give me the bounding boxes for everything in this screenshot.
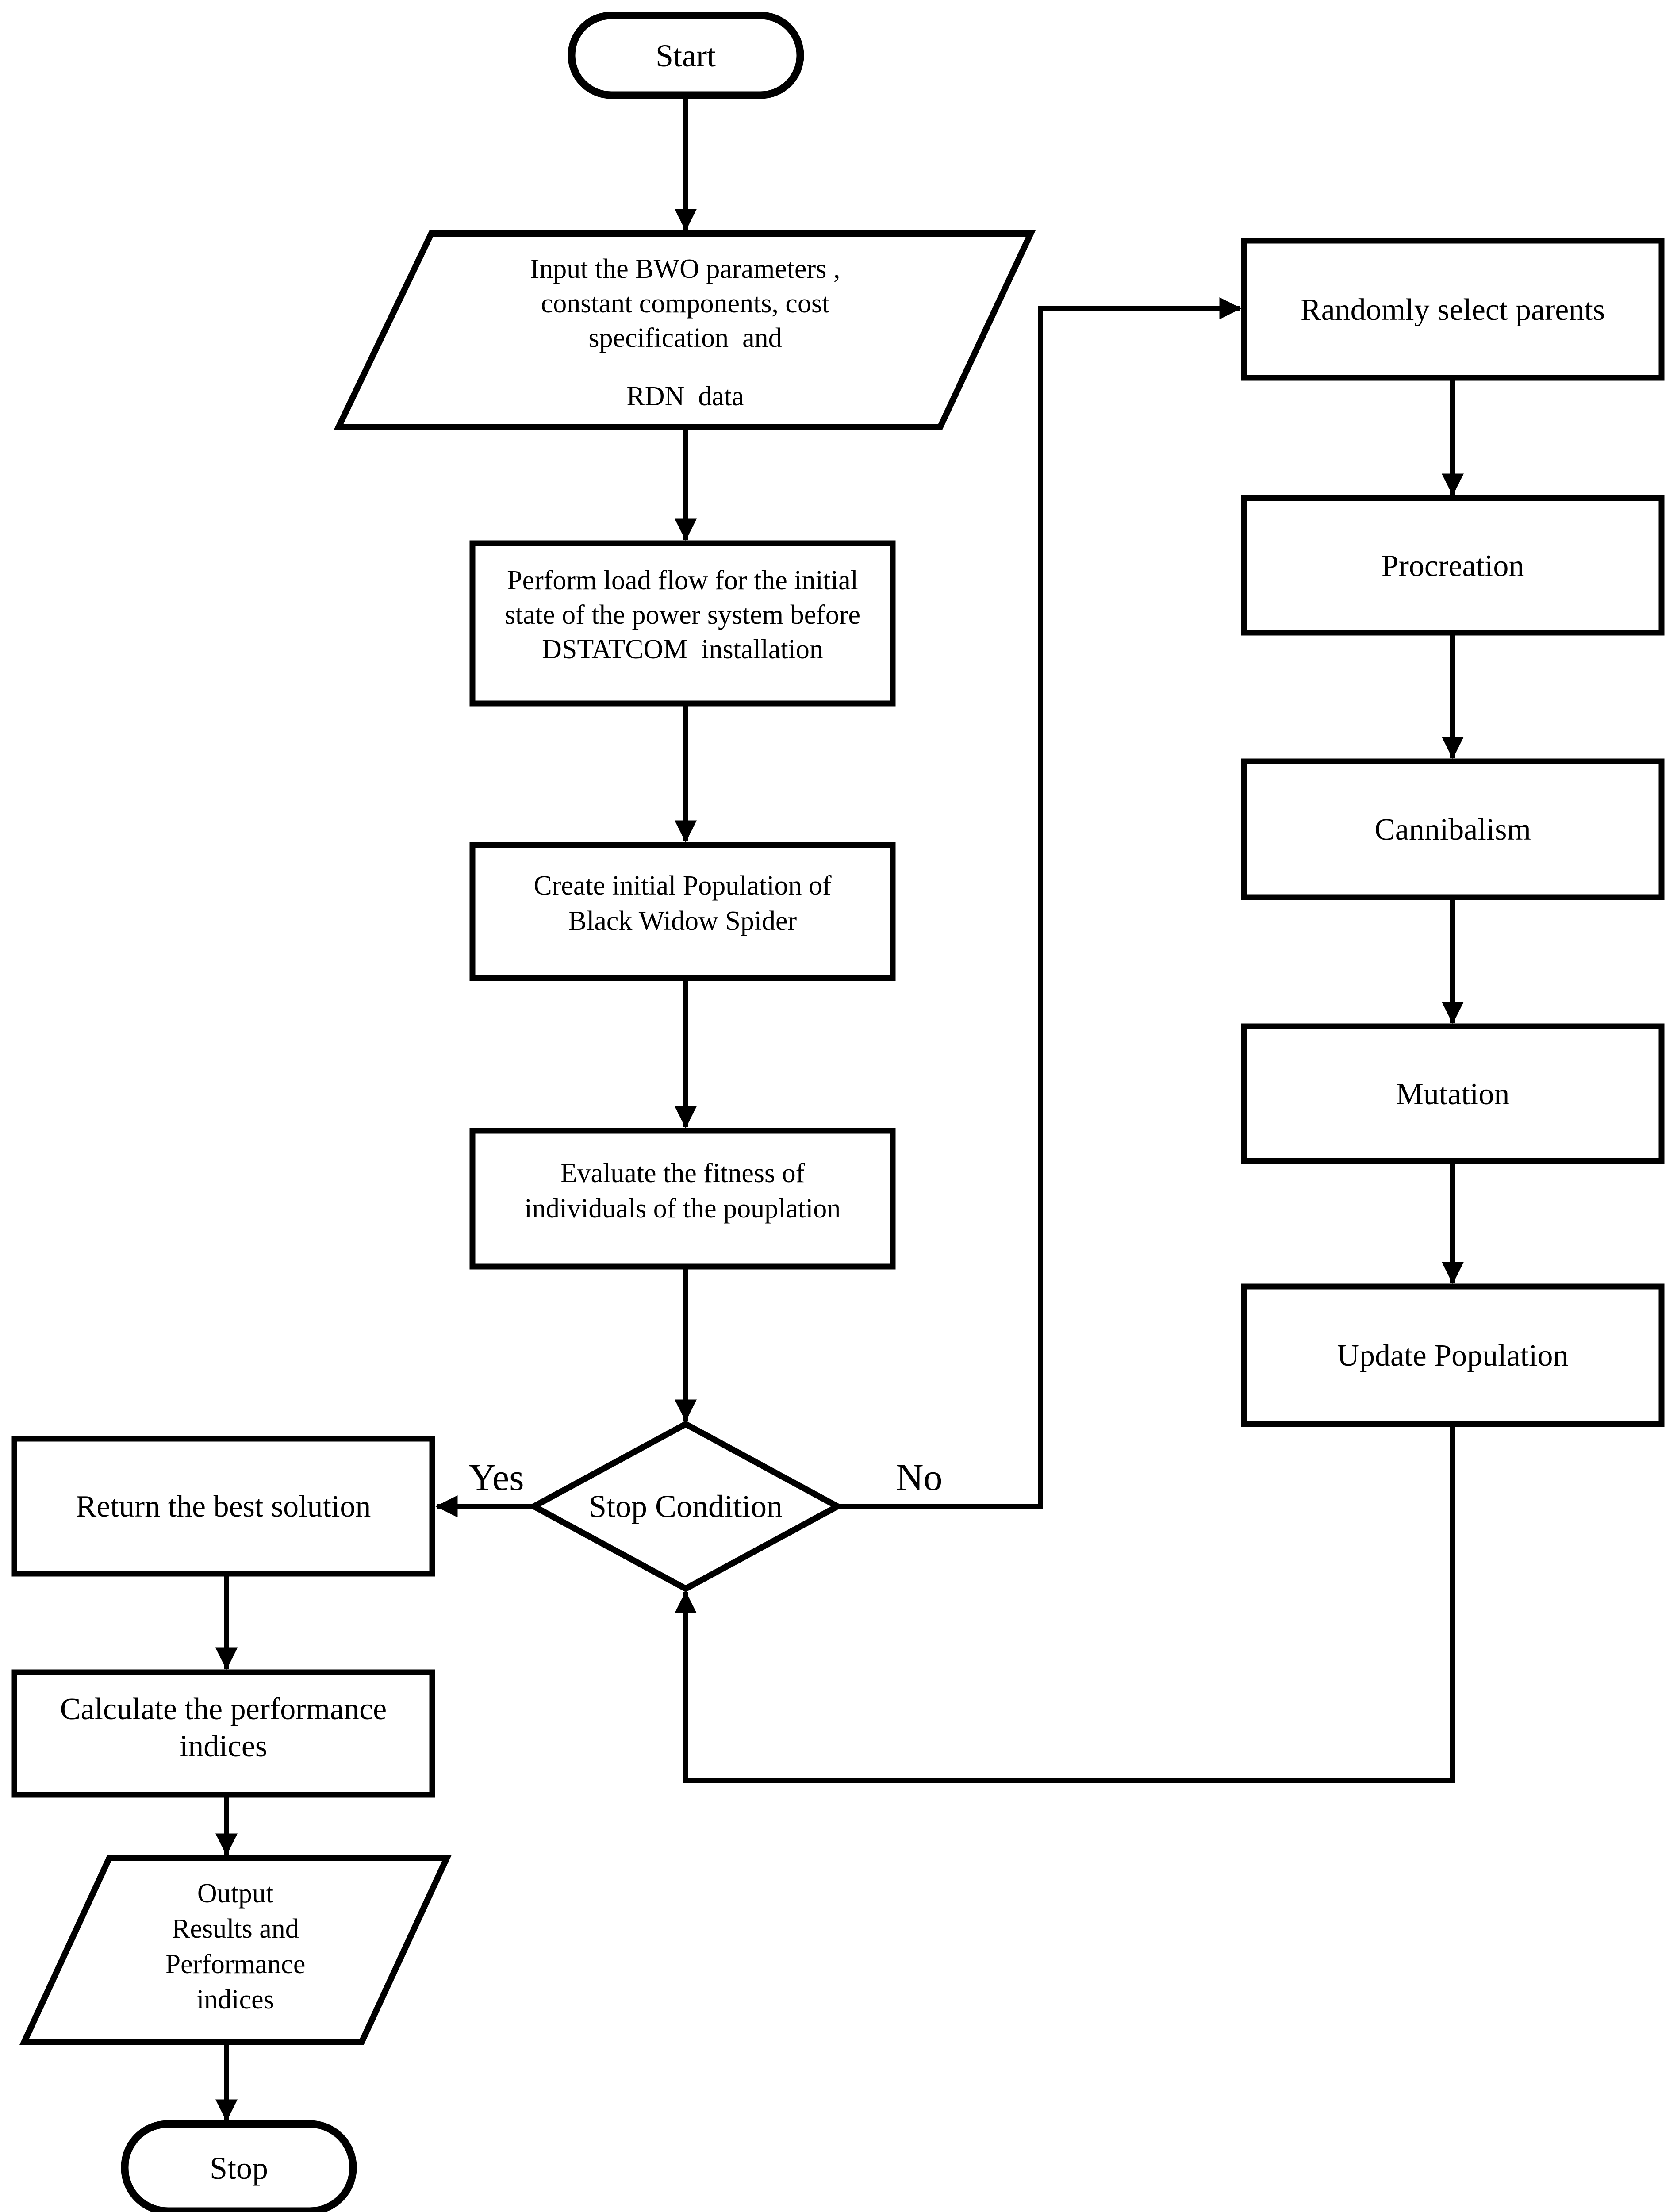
edge-no-decision-to-random-parents (837, 297, 1242, 1509)
output-parallelogram-shape (19, 1855, 452, 2045)
load-flow-line-2: state of the power system before (505, 600, 860, 630)
create-population-shape (469, 842, 896, 981)
evaluate-fitness-line-2: individuals of the pouplation (525, 1194, 841, 1224)
edge-update-loop-to-decision (675, 1424, 1455, 1783)
start-label: Start (656, 38, 716, 73)
input-line-1: Input the BWO parameters , (530, 254, 840, 284)
yes-branch-label: Yes (468, 1456, 524, 1498)
procreation-label: Procreation (1382, 549, 1524, 583)
load-flow-line-1: Perform load flow for the initial (507, 565, 858, 595)
input-line-3: specification and (588, 323, 782, 353)
load-flow-shape (469, 540, 896, 707)
node-calc-indices: Calculate the performance indices (11, 1669, 435, 1798)
node-cannibalism: Cannibalism (1241, 758, 1665, 900)
node-start-terminator: Start (568, 12, 804, 99)
node-input-parallelogram: Input the BWO parameters , constant comp… (333, 230, 1036, 430)
cannibalism-label: Cannibalism (1374, 813, 1531, 847)
return-best-label: Return the best solution (76, 1490, 371, 1524)
node-evaluate-fitness: Evaluate the fitness of individuals of t… (469, 1128, 896, 1270)
node-update-population: Update Population (1241, 1283, 1665, 1427)
node-mutation: Mutation (1241, 1023, 1665, 1164)
create-population-line-1: Create initial Population of (533, 871, 832, 901)
node-load-flow: Perform load flow for the initial state … (469, 540, 896, 707)
node-return-best: Return the best solution (11, 1436, 435, 1577)
calc-indices-line-1: Calculate the performance (60, 1692, 387, 1726)
mutation-label: Mutation (1396, 1077, 1510, 1111)
node-stop-condition-decision: Stop Condition (527, 1421, 844, 1592)
calc-indices-shape (11, 1669, 435, 1798)
node-output-parallelogram: Output Results and Performance indices (19, 1855, 452, 2045)
return-best-shape (11, 1436, 435, 1577)
cannibalism-shape (1241, 758, 1665, 900)
input-line-4: RDN data (626, 381, 744, 411)
procreation-shape (1241, 495, 1665, 636)
output-line-2: Results and (172, 1914, 299, 1944)
output-line-3: Performance (165, 1949, 306, 1979)
calc-indices-line-2: indices (180, 1729, 267, 1763)
update-population-label: Update Population (1337, 1339, 1569, 1373)
node-stop-terminator: Stop (121, 2120, 357, 2212)
random-parents-label: Randomly select parents (1301, 293, 1605, 327)
node-procreation: Procreation (1241, 495, 1665, 636)
stop-terminator-shape (121, 2120, 357, 2212)
input-parallelogram-shape (333, 230, 1036, 430)
stop-condition-shape (527, 1421, 844, 1592)
input-line-2: constant components, cost (541, 288, 830, 319)
evaluate-fitness-line-1: Evaluate the fitness of (560, 1158, 805, 1188)
stop-condition-label: Stop Condition (589, 1489, 783, 1524)
random-parents-shape (1241, 238, 1665, 381)
update-population-shape (1241, 1283, 1665, 1427)
output-line-1: Output (197, 1878, 273, 1909)
mutation-shape (1241, 1023, 1665, 1164)
no-branch-label: No (896, 1456, 942, 1498)
node-create-population: Create initial Population of Black Widow… (469, 842, 896, 981)
load-flow-line-3: DSTATCOM installation (542, 634, 823, 664)
output-line-4: indices (196, 1985, 274, 2015)
create-population-line-2: Black Widow Spider (568, 906, 797, 936)
stop-label: Stop (210, 2151, 268, 2186)
evaluate-fitness-shape (469, 1128, 896, 1270)
node-random-parents: Randomly select parents (1241, 238, 1665, 381)
